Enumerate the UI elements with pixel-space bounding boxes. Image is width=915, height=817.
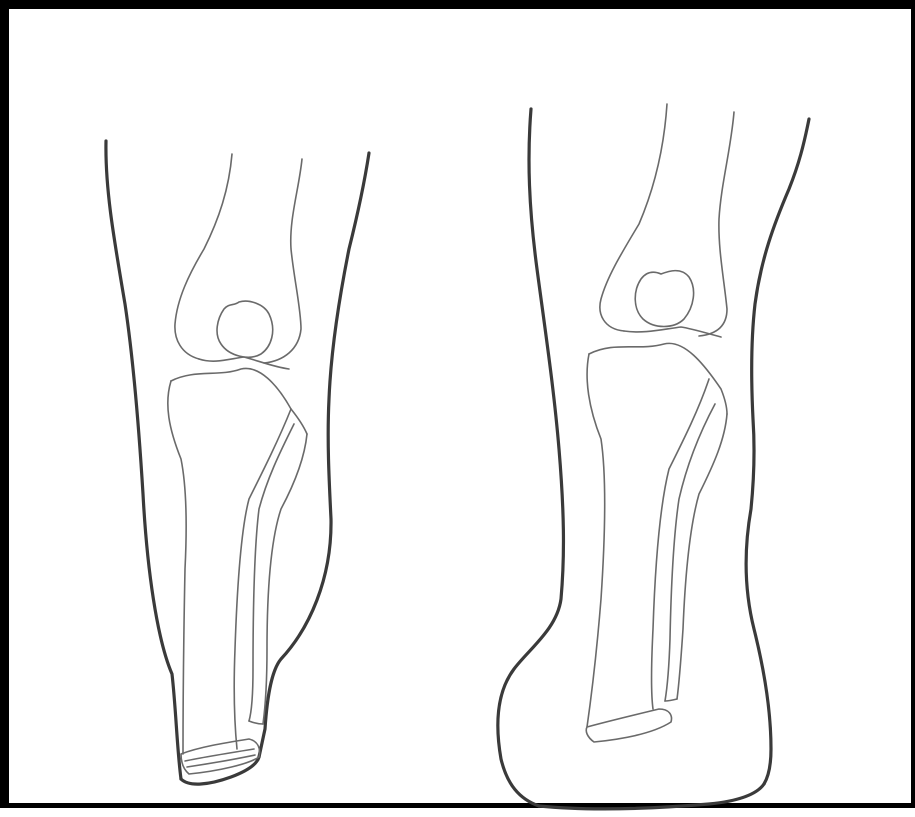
- left-femur-lateral-line: [264, 159, 302, 363]
- left-fibula-end: [249, 721, 263, 724]
- left-tibial-plateau: [171, 368, 307, 434]
- right-leg-outline-right-side: [746, 119, 809, 784]
- right-tibial-plateau: [589, 343, 727, 414]
- right-fibula-end: [665, 699, 677, 701]
- anatomical-illustration: [9, 9, 915, 817]
- right-femur-lateral-line: [699, 112, 734, 336]
- left-patella: [217, 301, 273, 357]
- left-leg-outline-right-side: [259, 153, 369, 757]
- right-tibia-medial: [587, 354, 605, 727]
- left-tibia-medial: [168, 381, 186, 754]
- left-leg-drawing: [106, 141, 369, 784]
- left-femur-medial-line: [175, 154, 232, 359]
- right-leg-drawing: [498, 104, 809, 809]
- right-tibia-cut-end: [586, 709, 671, 742]
- right-leg-outline-bottom: [539, 784, 764, 809]
- left-leg-outline-left-side: [106, 141, 181, 779]
- left-knee-joint-line: [199, 357, 289, 369]
- left-tibia-cut-line-2: [187, 755, 255, 767]
- left-tibia-lateral: [234, 409, 291, 749]
- right-fibula-inner: [665, 404, 715, 701]
- left-tibia-cut-line: [185, 749, 254, 761]
- right-patella: [635, 271, 693, 327]
- right-leg-outline-left-side: [498, 109, 564, 806]
- right-fibula-outer: [677, 414, 727, 699]
- right-femur-medial-line: [600, 104, 667, 331]
